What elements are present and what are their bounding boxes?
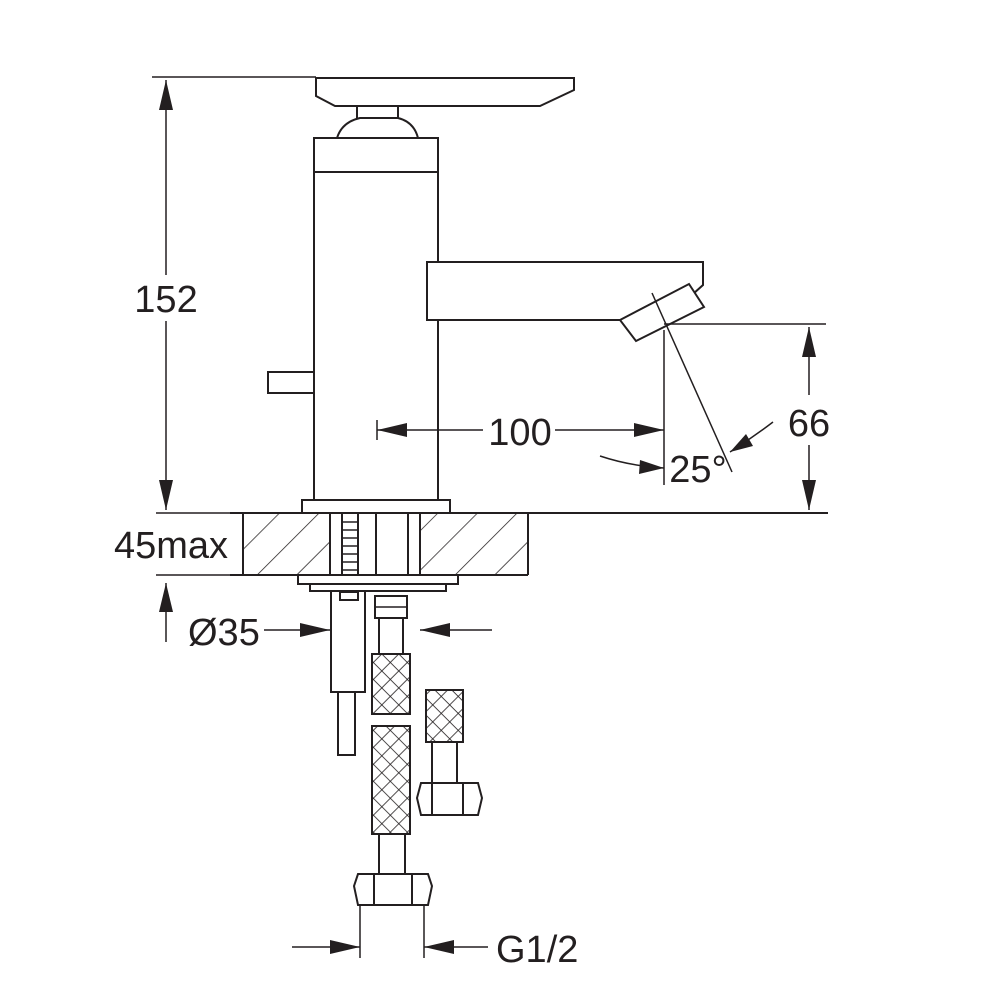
dimension-connection-label: G1/2: [496, 929, 578, 971]
thread-lines: [342, 521, 358, 571]
dimension-height-label: 152: [134, 279, 197, 321]
dimension-spout-angle-label: 25°: [669, 449, 726, 491]
dimension-spout-height-label: 66: [788, 403, 830, 445]
dimension-spout-height-label-bg: [782, 395, 836, 445]
countertop-section: [230, 512, 828, 576]
dimension-height-label-bg: [128, 275, 206, 321]
dimension-reach: [376, 330, 665, 485]
dimension-hole-diameter-label: Ø35: [188, 612, 260, 654]
dimension-thickness-label: 45max: [114, 525, 228, 567]
dimension-thickness: [156, 512, 243, 642]
dimension-spout-angle: [599, 292, 774, 474]
underside-fittings: [297, 574, 484, 906]
dimension-hole-diameter: [264, 623, 492, 637]
dimension-connection: [292, 905, 488, 958]
dimension-reach-label: 100: [488, 412, 551, 454]
faucet-body: [267, 77, 706, 514]
